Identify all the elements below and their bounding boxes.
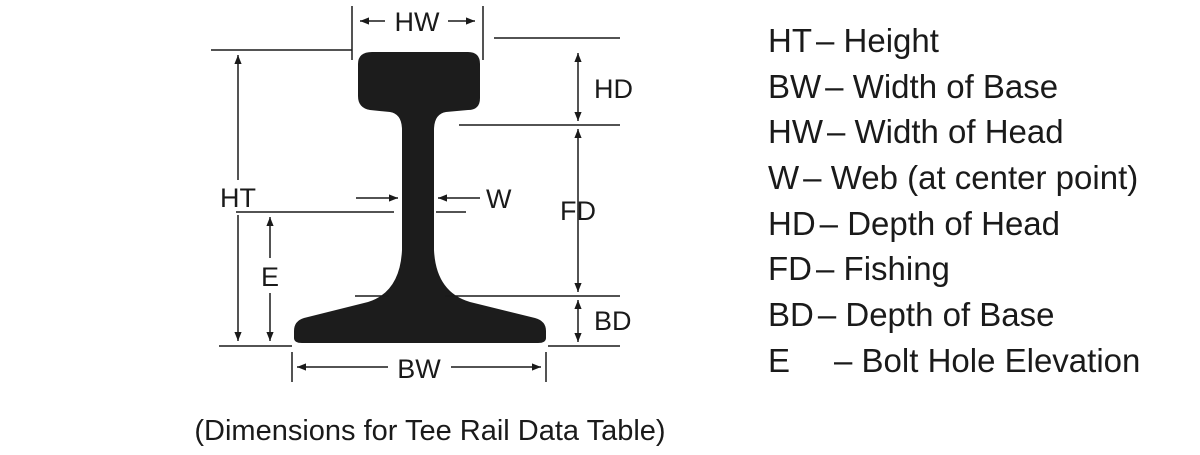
label-ht: HT	[220, 183, 256, 213]
legend-item-ht: HT– Height	[768, 18, 1140, 64]
legend-desc: Width of Head	[854, 113, 1064, 151]
legend-code: BD	[768, 296, 814, 334]
legend-desc: Depth of Head	[847, 204, 1061, 242]
legend-item-hd: HD– Depth of Head	[768, 201, 1140, 247]
diagram-caption: (Dimensions for Tee Rail Data Table)	[194, 415, 665, 447]
rail-cross-section	[294, 52, 546, 343]
legend-desc: Web (at center point)	[830, 159, 1139, 197]
dimension-legend: HT– Height BW– Width of Base HW– Width o…	[768, 18, 1140, 384]
legend-code: BW	[768, 67, 822, 105]
legend-item-fd: FD– Fishing	[768, 246, 1140, 292]
label-e: E	[261, 262, 279, 292]
legend-desc: Height	[843, 22, 939, 59]
legend-dash: –	[834, 341, 853, 379]
legend-dash: –	[825, 67, 844, 105]
legend-code: HT	[768, 22, 812, 59]
legend-item-w: W– Web (at center point)	[768, 155, 1140, 201]
legend-code: W	[768, 159, 800, 197]
legend-dash: –	[816, 22, 835, 59]
legend-code: HW	[768, 113, 823, 151]
extension-lines	[211, 6, 620, 382]
label-fd: FD	[560, 196, 596, 226]
label-hw: HW	[395, 7, 440, 37]
legend-code: E	[768, 341, 791, 379]
legend-item-e: E – Bolt Hole Elevation	[768, 338, 1140, 384]
legend-dash: –	[819, 204, 839, 242]
legend-desc: Bolt Hole Elevation	[861, 341, 1141, 379]
legend-code: HD	[768, 204, 816, 242]
legend-item-hw: HW– Width of Head	[768, 109, 1140, 155]
legend-item-bw: BW– Width of Base	[768, 64, 1140, 110]
label-bd: BD	[594, 306, 632, 336]
label-hd: HD	[594, 74, 633, 104]
legend-dash: –	[817, 296, 837, 334]
label-bw: BW	[397, 354, 441, 384]
label-w: W	[486, 184, 512, 214]
legend-dash: –	[826, 113, 846, 151]
legend-desc: Width of Base	[852, 67, 1059, 105]
legend-desc: Fishing	[843, 250, 950, 288]
legend-dash: –	[816, 250, 835, 288]
legend-dash: –	[803, 159, 822, 197]
legend-item-bd: BD– Depth of Base	[768, 292, 1140, 338]
legend-desc: Depth of Base	[845, 296, 1055, 334]
dimension-arrows	[234, 17, 582, 371]
legend-code: FD	[768, 250, 812, 288]
